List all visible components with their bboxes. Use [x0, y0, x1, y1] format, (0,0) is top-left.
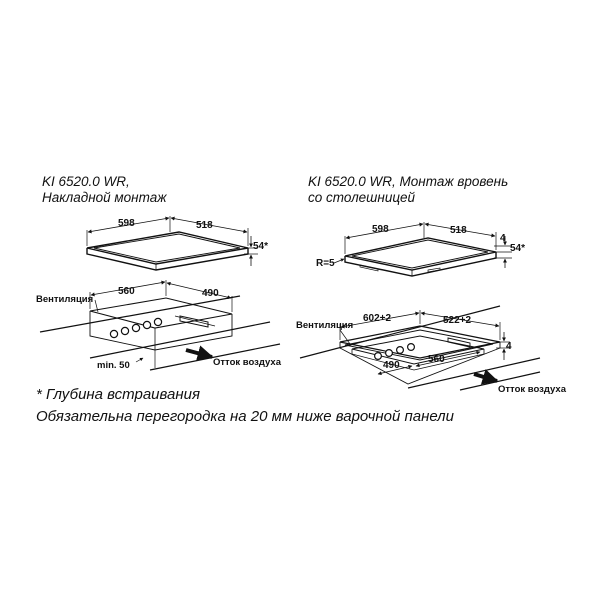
left-cutout-depth: 490	[202, 288, 219, 299]
left-top-dimensions: 598 518 54*	[86, 216, 268, 266]
right-radius-label: R=5	[316, 258, 335, 269]
depth-note: * Глубина встраивания	[36, 386, 200, 403]
right-dim-step: 4	[500, 233, 506, 244]
right-ventilation-label: Вентиляция	[296, 320, 353, 331]
right-cutout-width: 560	[428, 354, 445, 365]
right-recess-step: 4	[506, 341, 512, 352]
right-title-line2: со столешницей	[308, 190, 416, 205]
left-dim-height: 54*	[253, 241, 268, 252]
left-hob	[86, 231, 249, 271]
right-recess-dimensions: 602+2 522+2 4 490 560	[339, 310, 512, 376]
left-cutout-dimensions: 560 490	[89, 280, 233, 312]
vent-holes-right	[374, 343, 416, 361]
right-cutout-depth: 490	[383, 360, 400, 371]
left-title-line1: KI 6520.0 WR,	[42, 174, 130, 189]
left-diagram: KI 6520.0 WR, Накладной монтаж 598 518 5…	[36, 174, 282, 371]
vent-holes-left	[109, 317, 163, 339]
left-title-line2: Накладной монтаж	[42, 190, 167, 205]
right-recess-depth: 522+2	[443, 315, 472, 326]
right-air-outlet-label: Отток воздуха	[498, 384, 567, 395]
right-top-dimensions: 598 518 4 54* R=5	[316, 222, 525, 269]
right-title-line1: KI 6520.0 WR, Монтаж вровень	[308, 174, 508, 189]
right-diagram: KI 6520.0 WR, Монтаж вровень со столешни…	[296, 174, 567, 395]
left-air-outlet-label: Отток воздуха	[213, 357, 282, 368]
partition-note: Обязательна перегородка на 20 мм ниже ва…	[36, 408, 455, 425]
right-dim-depth: 518	[450, 225, 467, 236]
left-dim-width: 598	[118, 218, 135, 229]
left-min-label: min. 50	[97, 360, 130, 371]
left-dim-depth: 518	[196, 220, 213, 231]
right-hob	[344, 237, 497, 277]
right-dim-height: 54*	[510, 243, 525, 254]
notes: * Глубина встраивания Обязательна перего…	[36, 386, 455, 425]
right-recess-width: 602+2	[363, 313, 392, 324]
left-ventilation-label: Вентиляция	[36, 294, 93, 305]
left-cutout-width: 560	[118, 286, 135, 297]
left-worktop-cutout	[39, 295, 281, 371]
right-dim-width: 598	[372, 224, 389, 235]
